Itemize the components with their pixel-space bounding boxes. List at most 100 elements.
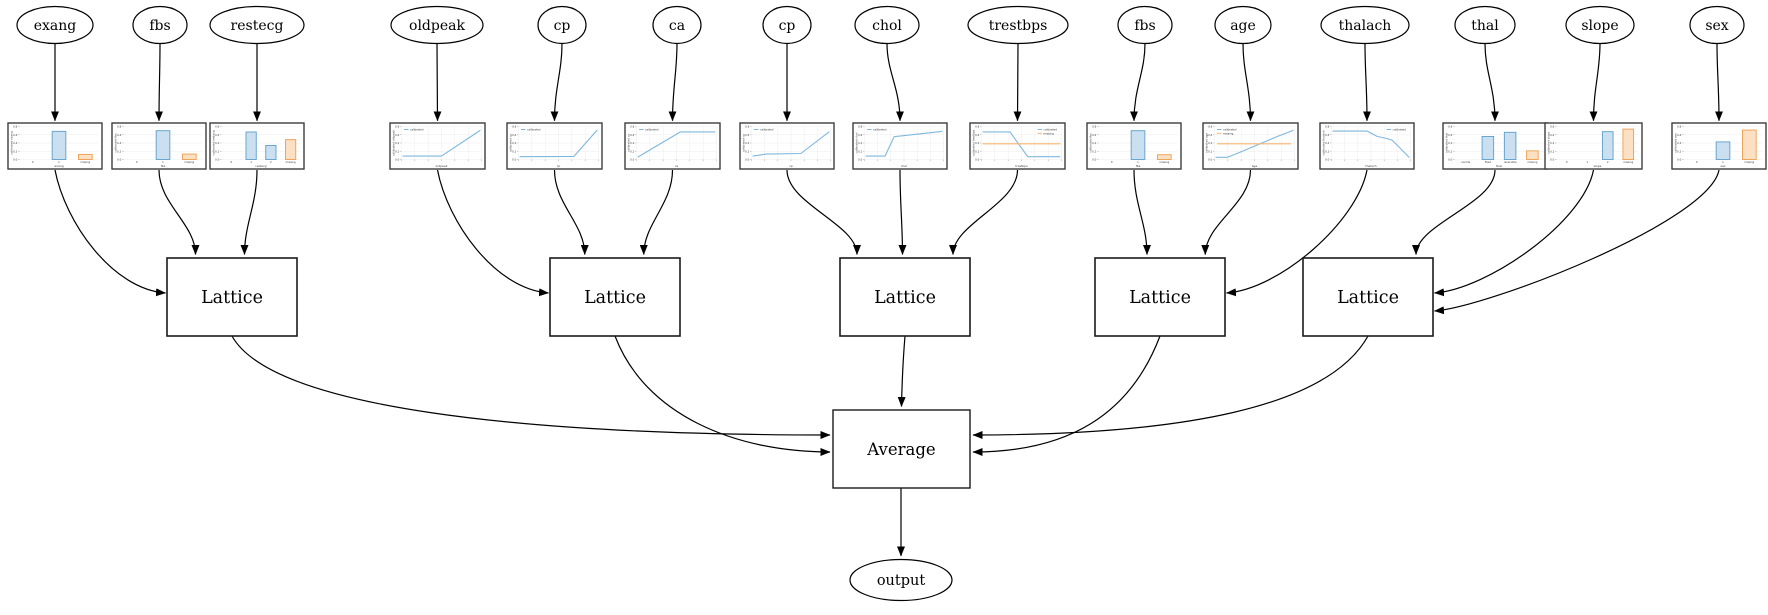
y-tick-label: 0.6 xyxy=(975,133,979,137)
bar-blue xyxy=(265,144,277,160)
y-tick-label: 0.8 xyxy=(13,125,17,129)
chart-ylabel: calibrated cp xyxy=(742,134,746,152)
chart-frame xyxy=(506,122,603,170)
x-cat-label: 2 xyxy=(270,160,272,164)
x-cat-label: 0 xyxy=(1696,160,1698,164)
bar-blue xyxy=(1130,130,1146,160)
lattice-box xyxy=(166,257,298,337)
bar-blue xyxy=(1503,131,1517,160)
y-tick-label: 0.0 xyxy=(215,158,219,162)
chart-frame xyxy=(624,122,721,170)
feature-label-thalach: thalach xyxy=(1339,18,1392,34)
chart-ylabel: calibrated trestbps xyxy=(972,129,976,156)
y-tick-label: 0.6 xyxy=(1677,133,1681,137)
chart-ylabel: calibrated cp xyxy=(509,134,513,152)
y-tick-label: 0.2 xyxy=(630,149,634,153)
y-tick-label: 0.6 xyxy=(13,133,17,137)
chart-frame xyxy=(389,122,486,170)
y-tick-label: 0.8 xyxy=(1325,125,1329,129)
y-tick-label: 0.4 xyxy=(395,141,399,145)
y-tick-label: 0.6 xyxy=(1550,133,1554,137)
x-cat-label: 1 xyxy=(1586,160,1588,164)
feature-label-sex: sex xyxy=(1705,18,1728,34)
legend-label: calibrated xyxy=(760,128,774,132)
node-restecg: restecg xyxy=(209,5,305,45)
edge-lattice-5-to-average xyxy=(972,335,1369,439)
bar-blue xyxy=(1601,131,1614,160)
chart-ylabel: calibrated age xyxy=(1205,133,1209,153)
feature-label-fbs: fbs xyxy=(149,18,170,34)
x-cat-label: 1 xyxy=(1722,160,1724,164)
edge-chart-chol-to-lattice-3 xyxy=(898,169,907,255)
edge-chart-ca-to-lattice-2 xyxy=(639,169,674,255)
exang-ellipse xyxy=(16,5,94,45)
edge-chart-thalach-to-lattice-4 xyxy=(1226,169,1368,297)
age-ellipse xyxy=(1214,5,1272,45)
bar-orange xyxy=(1622,128,1635,160)
fbs-ellipse xyxy=(132,5,188,45)
x-cat-label: 0 xyxy=(136,160,138,164)
x-cat-label: missing xyxy=(1159,160,1169,164)
edge-chart-sex-to-lattice-5 xyxy=(1434,169,1720,315)
chart-frame xyxy=(1202,122,1299,170)
chol-ellipse xyxy=(854,5,920,45)
y-tick-label: 0.4 xyxy=(975,141,979,145)
chart-ylabel: calibrated oldpeak xyxy=(392,130,396,156)
node-slope: slope xyxy=(1565,5,1635,45)
x-cat-label: 1 xyxy=(250,160,252,164)
x-cat-label: missing xyxy=(1744,160,1754,164)
calibration-curve-blue xyxy=(1332,130,1410,158)
node-lattice-3: Lattice xyxy=(839,257,971,337)
chart-xlabel: ca xyxy=(675,164,679,168)
y-tick-label: 0.0 xyxy=(1550,158,1554,162)
y-tick-label: 0.8 xyxy=(1092,125,1096,129)
chart-xlabel: slope xyxy=(1594,164,1602,168)
edge-fbs-2-to-chart xyxy=(1130,43,1146,122)
y-tick-label: 0.2 xyxy=(512,149,516,153)
calibration-curve-blue xyxy=(519,129,598,158)
legend-label: missing xyxy=(1223,131,1234,135)
y-tick-label: 0.2 xyxy=(395,149,399,153)
y-tick-label: 0.6 xyxy=(1208,133,1212,137)
y-tick-label: 0.2 xyxy=(117,149,121,153)
chart-ylabel: calibrated fbs xyxy=(114,133,118,153)
legend-label: calibrated xyxy=(1223,128,1237,132)
slope-ellipse xyxy=(1565,5,1635,45)
fbs-2-ellipse xyxy=(1117,5,1173,45)
chart-ylabel: calibrated slope xyxy=(1547,132,1551,155)
node-cp: cp xyxy=(537,5,587,45)
edge-ca-to-chart xyxy=(668,43,678,122)
node-fbs-2: fbs xyxy=(1117,5,1173,45)
edge-chart-fbs-2-to-lattice-4 xyxy=(1133,169,1151,255)
chart-ylabel: calibrated restecg xyxy=(212,130,216,156)
node-trestbps: trestbps xyxy=(967,5,1069,45)
y-tick-label: 0.2 xyxy=(975,149,979,153)
x-cat-label: missing xyxy=(80,160,90,164)
lattice-label: Lattice xyxy=(1337,288,1399,308)
y-tick-label: 0.4 xyxy=(1677,141,1681,145)
legend-label: calibrated xyxy=(1044,128,1058,132)
calibration-curve-blue xyxy=(752,131,830,157)
y-tick-label: 0.0 xyxy=(745,158,749,162)
y-tick-label: 0.4 xyxy=(745,141,749,145)
feature-label-exang: exang xyxy=(34,18,77,34)
y-tick-label: 0.0 xyxy=(1092,158,1096,162)
chart-frame xyxy=(1442,122,1548,170)
chart-xlabel: restecg xyxy=(255,164,266,168)
lattice-label: Lattice xyxy=(201,288,263,308)
chart-frame xyxy=(969,122,1066,170)
calibration-curve-blue xyxy=(402,129,481,157)
edge-sex-to-chart xyxy=(1714,43,1723,122)
node-ca: ca xyxy=(652,5,702,45)
y-tick-label: 0.6 xyxy=(630,133,634,137)
y-tick-label: 0.0 xyxy=(117,158,121,162)
y-tick-label: 0.0 xyxy=(1208,158,1212,162)
x-cat-label: missing xyxy=(184,160,194,164)
y-tick-label: 0.8 xyxy=(1550,125,1554,129)
